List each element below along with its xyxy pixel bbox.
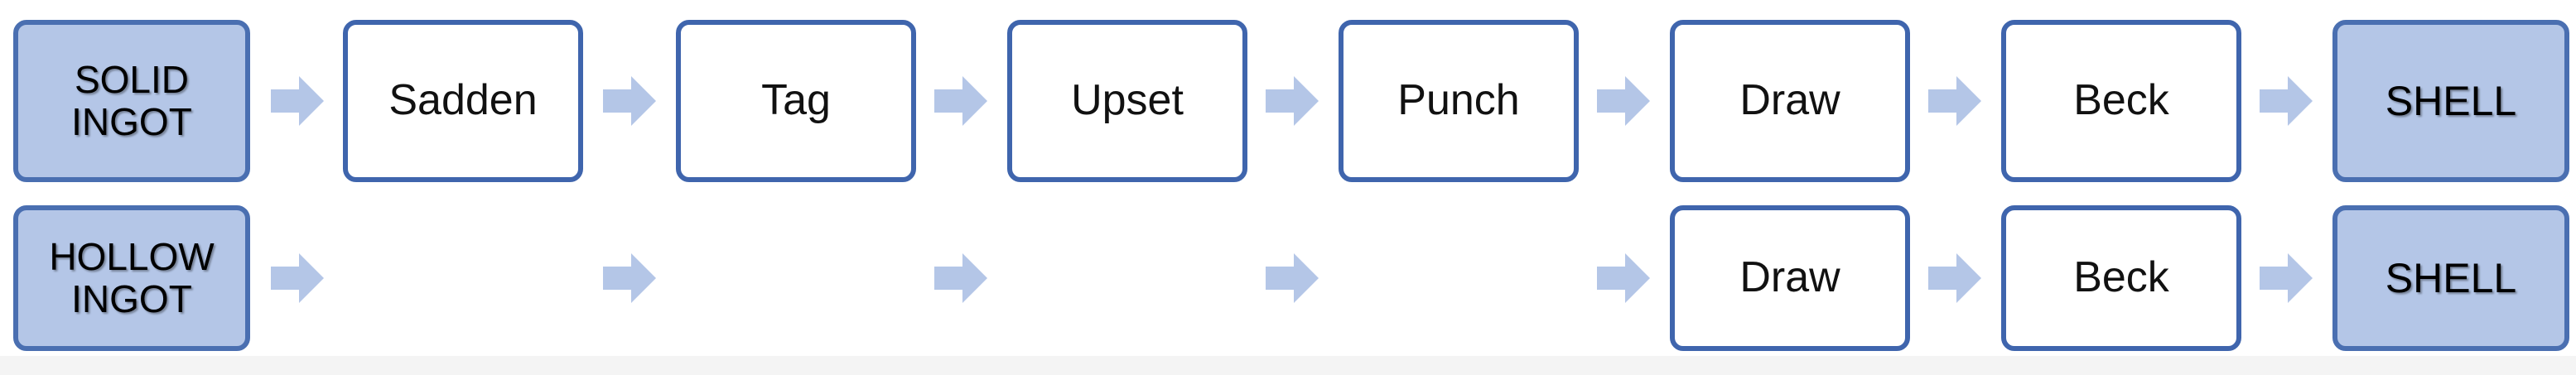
step-sadden-box: Sadden [343, 20, 583, 182]
step-beck-box: Beck [2001, 205, 2241, 351]
step-beck-box: Beck [2001, 20, 2241, 182]
flow-arrow-icon [2260, 75, 2313, 127]
flow-arrow-icon [603, 252, 656, 305]
flow-arrow-icon [1928, 75, 1981, 127]
flow-arrow-icon [1928, 252, 1981, 305]
step-tag-box: Tag [676, 20, 916, 182]
flow-arrow-icon [934, 252, 987, 305]
flow-arrow-icon [1597, 252, 1650, 305]
flow-arrow-icon [1266, 75, 1319, 127]
step-punch-box: Punch [1339, 20, 1579, 182]
flow-arrow-icon [603, 75, 656, 127]
step-draw-box: Draw [1670, 20, 1910, 182]
flow-arrow-icon [271, 75, 324, 127]
shell-box: SHELL [2332, 20, 2569, 182]
flow-arrow-icon [1266, 252, 1319, 305]
step-upset-box: Upset [1007, 20, 1247, 182]
flow-arrow-icon [2260, 252, 2313, 305]
flow-arrow-icon [934, 75, 987, 127]
step-draw-box: Draw [1670, 205, 1910, 351]
flow-arrow-icon [1597, 75, 1650, 127]
shell-box: SHELL [2332, 205, 2569, 351]
bottom-strip [0, 356, 2576, 375]
flow-arrow-icon [271, 252, 324, 305]
